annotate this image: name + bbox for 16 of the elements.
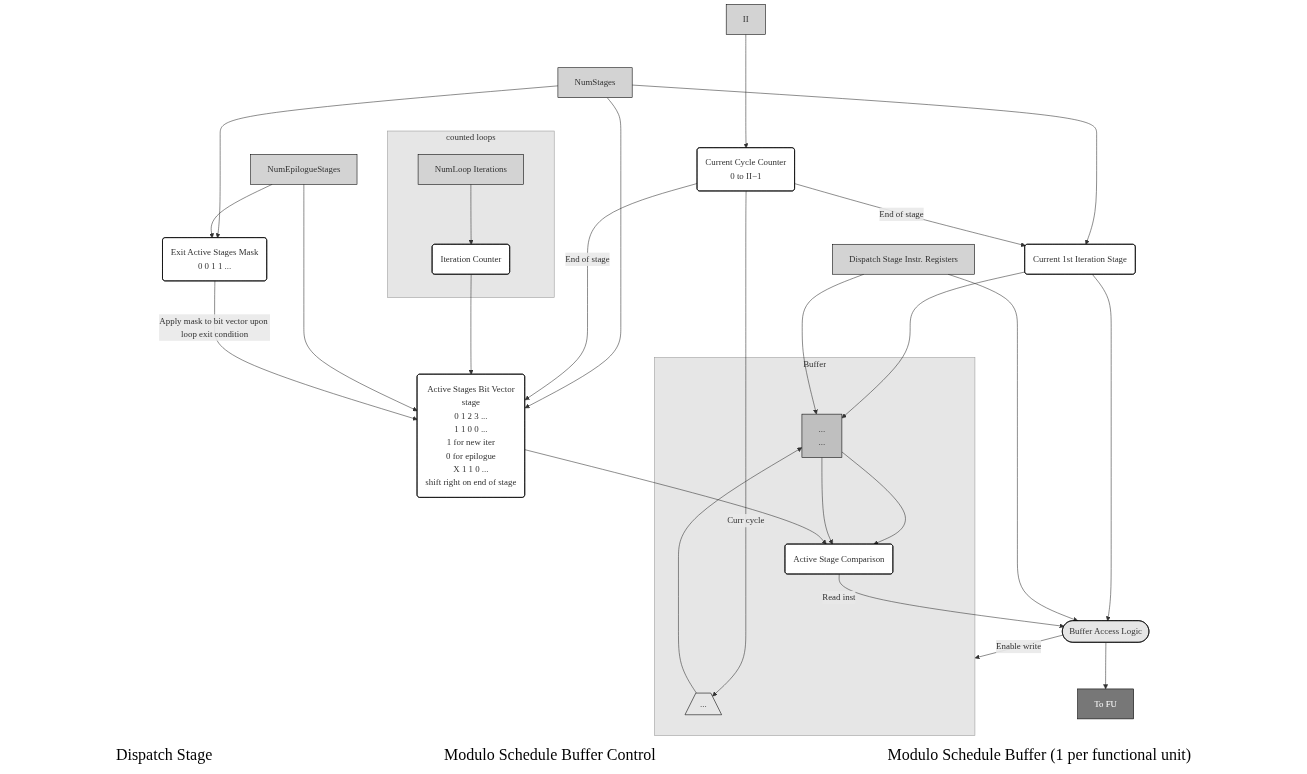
edge-label: End of stage bbox=[564, 254, 610, 264]
section-caption: Modulo Schedule Buffer (1 per functional unit) bbox=[887, 746, 1192, 764]
section-caption: Modulo Schedule Buffer Control bbox=[444, 746, 656, 764]
section-caption: Dispatch Stage bbox=[115, 746, 213, 764]
node-box: ... ... bbox=[801, 413, 842, 458]
edge-label: Curr cycle bbox=[726, 515, 764, 526]
node-box: Dispatch Stage Instr. Registers bbox=[831, 244, 975, 275]
node-box: NumLoop Iterations bbox=[417, 154, 524, 185]
node-box: II bbox=[725, 4, 766, 35]
node-box: NumStages bbox=[557, 67, 632, 98]
node-box: NumEpilogueStages bbox=[249, 154, 357, 185]
edge-label: End of stage bbox=[878, 209, 924, 219]
node-box: To FU bbox=[1076, 688, 1134, 720]
edge-label: Enable write bbox=[995, 641, 1041, 652]
edge-label: Apply mask to bit vector upon loop exit condition bbox=[158, 315, 268, 339]
edge-label: Read inst bbox=[821, 592, 856, 602]
